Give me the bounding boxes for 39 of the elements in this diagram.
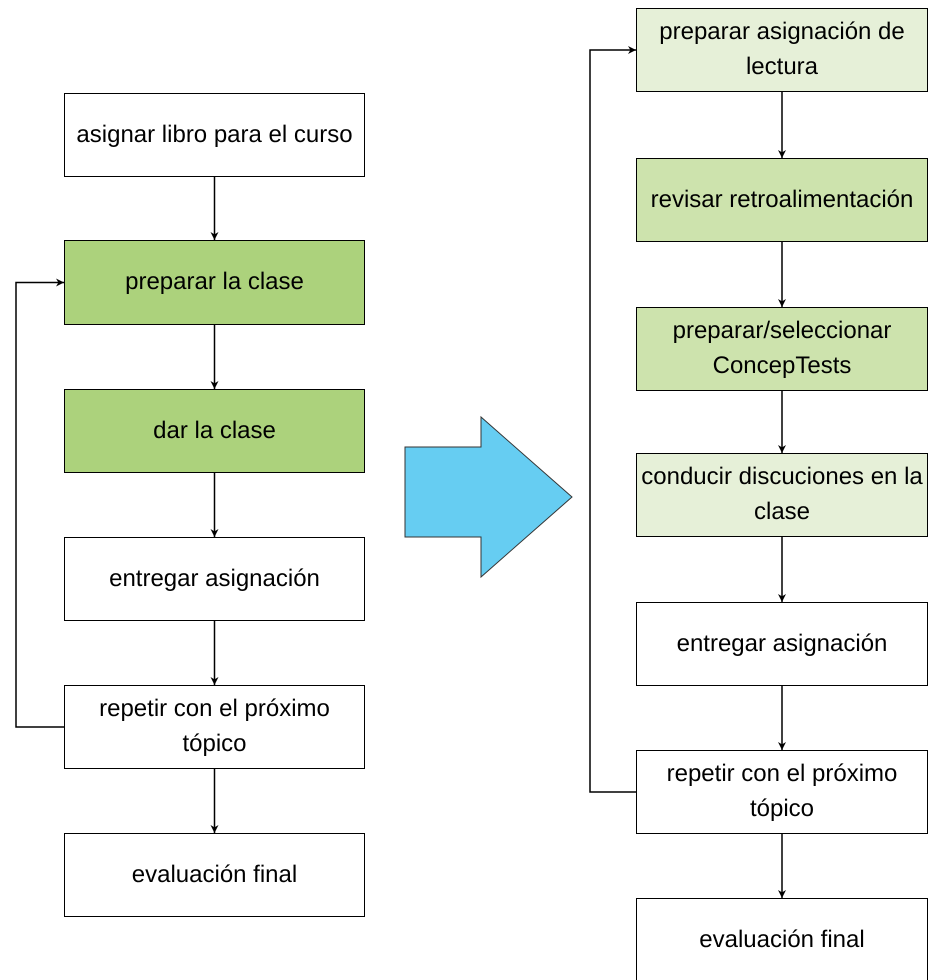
process-box — [64, 389, 365, 473]
process-box — [636, 307, 928, 391]
process-box — [636, 8, 928, 92]
process-box — [64, 685, 365, 769]
arrow — [210, 325, 218, 389]
box-label: entregar asignación — [109, 564, 320, 594]
process-box — [636, 602, 928, 686]
box-label: repetir con el próximo tópico — [666, 759, 898, 824]
arrow — [778, 834, 786, 898]
arrow — [210, 621, 218, 685]
box-label: revisar retroalimentación — [650, 184, 914, 215]
box-label: conducir discuciones en la clase — [641, 462, 923, 527]
arrow — [15, 278, 64, 728]
arrow — [778, 537, 786, 602]
box-label: dar la clase — [153, 416, 276, 446]
box-label: repetir con el próximo tópico — [98, 694, 331, 759]
box-label: preparar asignación de lectura — [658, 17, 906, 82]
arrow — [778, 391, 786, 453]
box-label: evaluación final — [132, 860, 298, 890]
arrow — [778, 242, 786, 307]
arrow — [778, 686, 786, 750]
box-label: asignar libro para el curso — [76, 120, 353, 150]
box-label: entregar asignación — [676, 628, 888, 659]
arrow — [210, 769, 218, 833]
box-label: preparar la clase — [125, 267, 304, 298]
box-label: preparar/seleccionar ConcepTests — [672, 316, 892, 381]
process-box — [636, 158, 928, 242]
process-box — [64, 537, 365, 621]
process-box — [64, 93, 365, 177]
process-box — [64, 833, 365, 917]
process-box — [636, 453, 928, 537]
box-label: evaluación final — [699, 924, 865, 955]
process-box — [64, 240, 365, 325]
process-box — [636, 898, 928, 980]
arrow — [210, 177, 218, 240]
arrow — [778, 92, 786, 158]
arrow — [210, 473, 218, 537]
process-box — [636, 750, 928, 834]
arrow — [589, 46, 636, 793]
